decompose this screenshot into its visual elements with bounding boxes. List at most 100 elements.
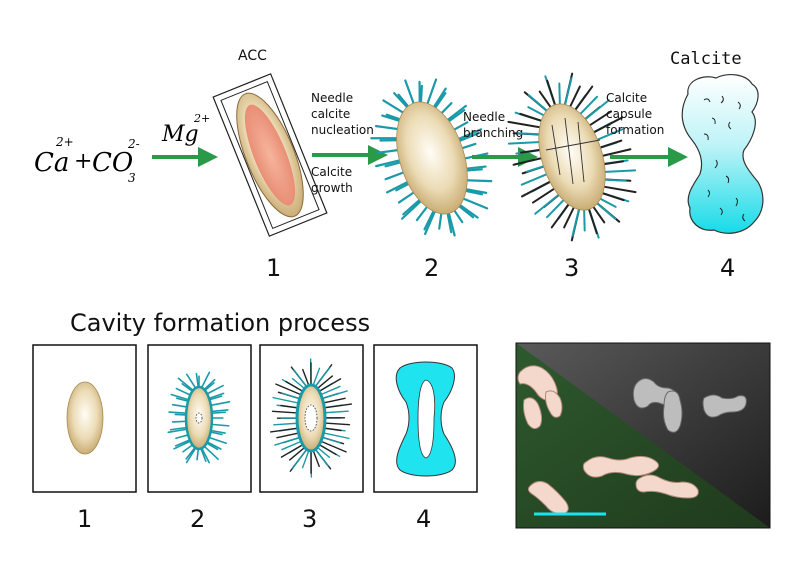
needle-spike [531,186,557,204]
acc-crystal-box [212,73,328,237]
needle-spike [175,397,189,403]
stage-1-acc: ACC 1 [212,48,328,282]
acc-core [244,104,296,206]
stage-number-3: 3 [564,254,579,282]
needle-spike [452,208,464,224]
needle-spike [520,148,543,154]
needle-spike [203,378,216,391]
step-branching-line1: Needle [463,110,505,124]
sem-grayscale-half [516,343,770,528]
needle-spike [182,444,194,453]
sem-gray-rods [632,378,747,433]
needle-spike [463,189,484,196]
needle-spike [527,94,550,113]
ca-ion: Ca [34,148,69,178]
needle-spike [520,172,550,186]
cavity-panel-1-frame [32,344,137,493]
needle-spike [374,125,401,131]
needle-spike [208,436,227,445]
needle-spike [324,410,349,414]
needle-spike [381,114,403,123]
needle-spike [210,401,231,407]
needle-spike [594,201,617,220]
needle-spike [433,92,447,111]
needle-spike [301,449,310,469]
needle-spike [200,447,211,464]
needle-spike [451,121,469,132]
needle-spike [302,368,310,387]
stage-4-calcite: Calcite 4 [670,49,764,282]
needle-spike [594,128,624,142]
needle-spike [591,204,606,224]
needle-spike [314,448,329,467]
ca-charge: 2+ [55,135,74,149]
needle-spike [463,187,488,194]
needle-spike [538,90,553,110]
needle-spike [173,440,192,450]
needle-spike [404,79,416,107]
cavity-panel-1-particle [66,381,104,455]
step-growth-line1: Calcite [311,165,352,179]
needle-spike [170,393,190,401]
needle-spike [272,396,300,404]
cavity-panel-4: 4 [373,344,478,533]
needle-spike [447,210,456,237]
needle-spike [597,139,623,150]
cavity-panel-3-needles [269,358,353,478]
needle-spike [456,203,475,219]
needle-spike [174,439,191,447]
needle-spike [200,447,207,463]
needle-spike [446,210,453,234]
co3-charge: 2- [127,137,140,151]
needle-spike [527,106,547,118]
needle-spike [206,384,224,395]
calcite-capsule [681,74,764,234]
step-capsule-line2: capsule [606,107,652,121]
needle-spike [316,375,333,390]
needle-spike [314,367,331,388]
needle-spike [280,404,299,409]
step-growth-line2: growth [311,181,353,195]
needle-spike [519,112,545,123]
needle-spike [169,426,188,431]
needle-spike [599,148,632,158]
needle-spike [573,85,594,113]
needle-spike [400,198,424,220]
reaction-equation: Ca 2+ + CO 3 2- Mg 2+ [34,112,210,185]
needle-spike [200,371,211,389]
needle-spike [320,385,341,396]
needle-spike [281,392,301,400]
needle-spike [385,113,403,121]
needle-spike [587,206,598,235]
needle-spike [285,380,304,393]
needle-spike [419,84,423,106]
needle-spike [185,446,196,460]
needle-spike [316,446,331,459]
needle-spike [211,411,227,414]
stage-2-particle [396,101,468,215]
needle-spike [456,128,483,141]
needle-spike [208,395,223,401]
needle-spike [382,99,406,115]
needle-spike [322,397,346,404]
stage-3-needle-branching: 3 [507,72,637,282]
needle-spike [273,422,298,426]
mg-ion: Mg [161,122,199,147]
needle-spike [318,378,342,393]
needle-spike [546,79,557,108]
needle-spike [175,387,192,396]
needle-spike [274,436,301,446]
step-nucleation-line3: nucleation [311,123,374,137]
needle-spike [601,185,637,194]
cavity-title: Cavity formation process [70,309,370,337]
needle-spike [204,382,215,392]
needle-spike [568,85,581,110]
plus-sign: + [74,149,92,174]
needle-spike [546,197,566,219]
needle-spike [321,390,348,400]
needle-spike [439,102,453,116]
cavity-panel-2: 2 [147,344,252,533]
needle-spike [271,410,298,414]
needle-spike [291,448,308,469]
